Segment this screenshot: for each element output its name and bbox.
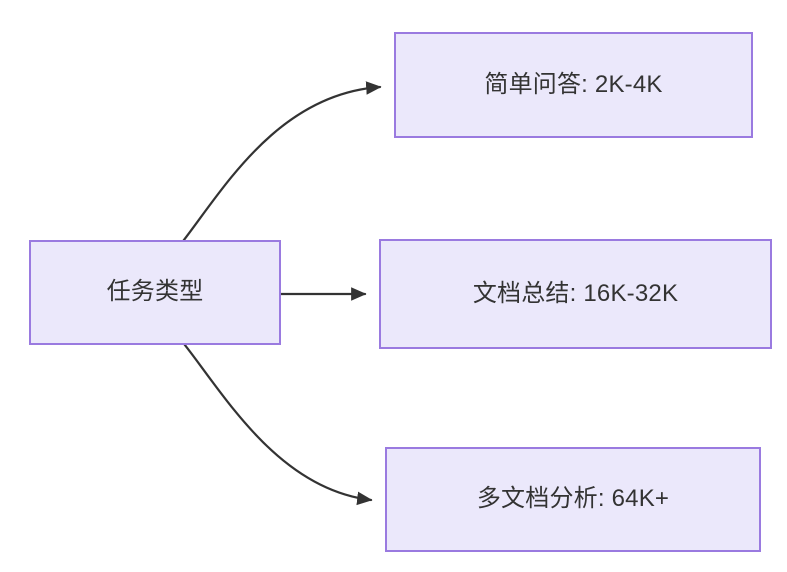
node-multi-doc-label: 多文档分析: 64K+ (476, 485, 670, 513)
node-task-type-label: 任务类型 (106, 278, 204, 306)
node-multi-doc[interactable]: 多文档分析: 64K+ (385, 447, 761, 552)
node-simple-qa-label: 简单问答: 2K-4K (484, 70, 663, 98)
node-doc-summary[interactable]: 文档总结: 16K-32K (379, 239, 772, 349)
node-task-type[interactable]: 任务类型 (29, 240, 281, 345)
node-doc-summary-label: 文档总结: 16K-32K (472, 279, 679, 307)
edge-root-to-multi-doc (168, 325, 373, 506)
edge-root-to-simple-qa (166, 81, 382, 261)
node-simple-qa[interactable]: 简单问答: 2K-4K (394, 32, 753, 138)
